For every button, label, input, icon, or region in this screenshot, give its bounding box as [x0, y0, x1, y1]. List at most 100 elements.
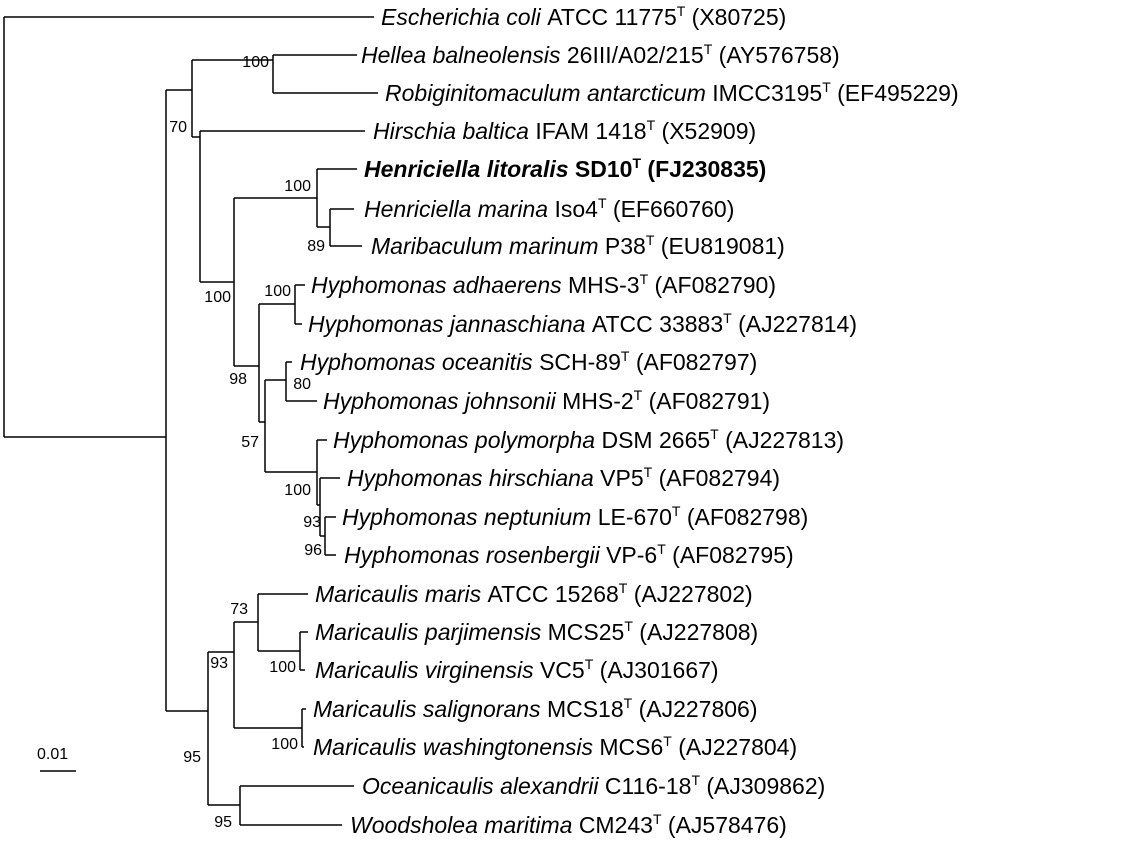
bootstrap-value-mpar-mvir: 100 — [269, 659, 296, 676]
taxon-label-hpol: Hyphomonas polymorpha DSM 2665T (AJ22781… — [333, 426, 844, 453]
taxon-strain: C116-18 — [605, 773, 692, 799]
taxon-species-name: Maribaculum marinum — [371, 233, 605, 259]
taxon-species-name: Henriciella litoralis — [364, 156, 575, 182]
type-strain-superscript: T — [632, 155, 641, 171]
taxon-label-hnep: Hyphomonas neptunium LE-670T (AF082798) — [342, 503, 808, 530]
taxon-species-name: Hyphomonas neptunium — [342, 504, 598, 530]
taxon-strain: LE-670 — [598, 504, 672, 530]
taxon-label-mmar: Maricaulis maris ATCC 15268T (AJ227802) — [315, 580, 753, 607]
taxon-accession: (X52909) — [655, 118, 756, 144]
taxon-accession: (EF495229) — [831, 80, 959, 106]
taxon-accession: (EU819081) — [654, 233, 784, 259]
taxon-species-name: Hyphomonas hirschiana — [347, 465, 600, 491]
taxon-strain: Iso4 — [554, 196, 598, 222]
taxon-species-name: Escherichia coli — [381, 4, 547, 30]
taxon-accession: (EF660760) — [607, 196, 735, 222]
taxon-accession: (AJ227806) — [632, 696, 757, 722]
taxon-accession: (AJ227808) — [633, 619, 758, 645]
bootstrap-value-hyph-group: 100 — [204, 289, 231, 306]
bootstrap-value-ingroup: 95 — [183, 749, 201, 766]
taxon-species-name: Maricaulis salignorans — [313, 696, 547, 722]
taxon-strain: VC5 — [540, 657, 585, 683]
taxon-accession: (AJ227804) — [672, 734, 797, 760]
taxon-species-name: Henriciella marina — [364, 196, 554, 222]
taxon-strain: ATCC 15268 — [488, 581, 619, 607]
taxon-accession: (AY576758) — [712, 42, 839, 68]
taxon-species-name: Maricaulis washingtonensis — [313, 734, 599, 760]
bootstrap-value-maricaulis-maris: 73 — [230, 601, 248, 618]
bootstrap-value-hhir-group: 93 — [303, 514, 321, 531]
taxon-species-name: Hyphomonas polymorpha — [333, 427, 601, 453]
taxon-species-name: Hyphomonas oceanitis — [300, 349, 539, 375]
bootstrap-value-hmar-marib: 89 — [307, 238, 325, 255]
type-strain-superscript: T — [640, 271, 649, 287]
taxon-accession: (AJ578476) — [662, 812, 787, 838]
taxon-strain: CM243 — [579, 812, 653, 838]
bootstrap-value-hyph-sub: 57 — [241, 434, 259, 451]
bootstrap-value-hellea-robig: 100 — [242, 54, 269, 71]
type-strain-superscript: T — [704, 41, 713, 57]
type-strain-superscript: T — [644, 464, 653, 480]
bootstrap-value-hellea-clade: 70 — [169, 119, 187, 136]
taxon-label-hjoh: Hyphomonas johnsonii MHS-2T (AF082791) — [323, 387, 770, 414]
taxon-accession: (AJ227802) — [627, 581, 752, 607]
taxon-species-name: Maricaulis virginensis — [315, 657, 540, 683]
taxon-label-hellea: Hellea balneolensis 26III/A02/215T (AY57… — [361, 41, 840, 68]
taxon-label-hhir: Hyphomonas hirschiana VP5T (AF082794) — [347, 464, 780, 491]
type-strain-superscript: T — [677, 3, 686, 19]
taxon-strain: P38 — [605, 233, 646, 259]
taxon-accession: (AF082791) — [642, 388, 770, 414]
type-strain-superscript: T — [710, 426, 719, 442]
taxon-label-hadh: Hyphomonas adhaerens MHS-3T (AF082790) — [311, 271, 776, 298]
taxon-species-name: Woodsholea maritima — [350, 812, 579, 838]
bootstrap-value-hpol-group: 100 — [284, 482, 311, 499]
taxon-label-hjan: Hyphomonas jannaschiana ATCC 33883T (AJ2… — [308, 310, 857, 337]
taxon-species-name: Oceanicaulis alexandrii — [362, 773, 605, 799]
taxon-accession: (AJ301667) — [593, 657, 718, 683]
type-strain-superscript: T — [621, 348, 630, 364]
type-strain-superscript: T — [672, 503, 681, 519]
taxon-strain: 26III/A02/215 — [567, 42, 704, 68]
taxon-accession: (AJ227813) — [719, 427, 844, 453]
taxon-strain: MCS18 — [547, 696, 624, 722]
taxon-label-hlit: Henriciella litoralis SD10T (FJ230835) — [364, 155, 766, 182]
type-strain-superscript: T — [598, 195, 607, 211]
bootstrap-value-henriciella: 100 — [284, 178, 311, 195]
taxon-label-oale: Oceanicaulis alexandrii C116-18T (AJ3098… — [362, 772, 825, 799]
taxon-accession: (AF082795) — [666, 542, 794, 568]
taxon-label-hros: Hyphomonas rosenbergii VP-6T (AF082795) — [344, 541, 794, 568]
taxon-label-mwas: Maricaulis washingtonensis MCS6T (AJ2278… — [313, 733, 797, 760]
type-strain-superscript: T — [822, 79, 831, 95]
taxon-label-hmar: Henriciella marina Iso4T (EF660760) — [364, 195, 734, 222]
taxon-accession: (FJ230835) — [641, 156, 766, 182]
type-strain-superscript: T — [624, 618, 633, 634]
taxon-label-msal: Maricaulis salignorans MCS18T (AJ227806) — [313, 695, 758, 722]
taxon-labels: Escherichia coli ATCC 11775T (X80725)Hel… — [300, 3, 959, 838]
taxon-accession: (AF082794) — [652, 465, 780, 491]
type-strain-superscript: T — [663, 733, 672, 749]
taxon-strain: MHS-2 — [562, 388, 634, 414]
bootstrap-value-hoce-hjoh: 80 — [293, 376, 311, 393]
taxon-label-hoce: Hyphomonas oceanitis SCH-89T (AF082797) — [300, 348, 757, 375]
type-strain-superscript: T — [647, 117, 656, 133]
tree-branches — [3, 16, 378, 826]
taxon-species-name: Robiginitomaculum antarcticum — [385, 80, 712, 106]
type-strain-superscript: T — [585, 656, 594, 672]
taxon-species-name: Hyphomonas rosenbergii — [344, 542, 606, 568]
bootstrap-value-msal-mwas: 100 — [271, 736, 298, 753]
bootstrap-value-oale-wmar: 95 — [214, 814, 232, 831]
taxon-strain: IFAM 1418 — [535, 118, 646, 144]
taxon-strain: MCS6 — [599, 734, 663, 760]
taxon-accession: (X80725) — [685, 4, 786, 30]
taxon-label-marib: Maribaculum marinum P38T (EU819081) — [371, 232, 785, 259]
scale-bar: 0.01 — [37, 746, 76, 772]
taxon-species-name: Hirschia baltica — [373, 118, 535, 144]
taxon-strain: MHS-3 — [568, 272, 640, 298]
taxon-species-name: Maricaulis maris — [315, 581, 488, 607]
taxon-label-mpar: Maricaulis parjimensis MCS25T (AJ227808) — [315, 618, 758, 645]
taxon-species-name: Hyphomonas adhaerens — [311, 272, 568, 298]
bootstrap-value-maricaulis-all: 93 — [210, 655, 228, 672]
taxon-accession: (AF082797) — [629, 349, 757, 375]
